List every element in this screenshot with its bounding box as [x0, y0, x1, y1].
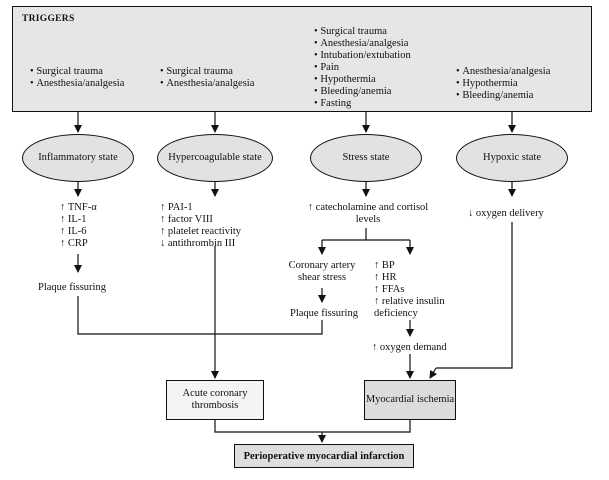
triggers-box: [12, 6, 592, 112]
arrow-hypoxic-ischemia-head: [429, 367, 438, 379]
inflammatory-markers: TNF-α IL-1 IL-6 CRP: [60, 202, 97, 250]
outcome-ischemia: Myocardial ischemia: [364, 380, 456, 420]
line-plaque-to-thrombosis: [77, 296, 215, 335]
trigger-item: Surgical trauma: [160, 66, 254, 78]
outcome-thrombosis: Acute coronary thrombosis: [166, 380, 264, 420]
trigger-item: Surgical trauma: [30, 66, 124, 78]
oxygen-delivery-label: oxygen delivery: [468, 208, 544, 219]
effect-hr: HR: [374, 272, 478, 284]
trigger-item: Bleeding/anemia: [314, 86, 411, 98]
triggers-title: TRIGGERS: [22, 14, 75, 24]
trigger-list-stress: Surgical trauma Anesthesia/analgesia Int…: [314, 26, 411, 110]
trigger-item: Intubation/extubation: [314, 50, 410, 62]
marker-factor-viii: factor VIII: [160, 214, 241, 226]
state-hypercoagulable: Hypercoagulable state: [157, 134, 273, 182]
outcome-final: Perioperative myocardial infarction: [234, 444, 414, 468]
trigger-item: Hypothermia: [314, 74, 411, 86]
oxygen-demand: oxygen demand: [372, 342, 447, 354]
marker-il6: IL-6: [60, 226, 97, 238]
trigger-item: Surgical trauma: [314, 26, 411, 38]
effect-bp: BP: [374, 260, 478, 272]
trigger-list-hypoxic: Anesthesia/analgesia Hypothermia Bleedin…: [456, 66, 550, 102]
marker-tnf: TNF-α: [60, 202, 97, 214]
marker-antithrombin: antithrombin III: [160, 238, 241, 250]
effect-insulin: relative insulin deficiency: [374, 296, 478, 320]
oxygen-demand-label: oxygen demand: [372, 342, 447, 353]
trigger-item: Bleeding/anemia: [456, 90, 550, 102]
plaque-fissuring-left: Plaque fissuring: [38, 282, 106, 293]
catecholamine-label: catecholamine and cortisol levels: [308, 202, 428, 225]
trigger-item: Anesthesia/analgesia: [160, 78, 254, 90]
line-plaque2-to-thrombosis: [215, 320, 323, 335]
trigger-item: Fasting: [314, 98, 411, 110]
trigger-item: Pain: [314, 62, 411, 74]
hypercoagulable-markers: PAI-1 factor VIII platelet reactivity an…: [160, 202, 241, 250]
effect-ffas: FFAs: [374, 284, 478, 296]
state-hypoxic: Hypoxic state: [456, 134, 568, 182]
plaque-fissuring-stress: Plaque fissuring: [290, 308, 358, 319]
trigger-list-inflammatory: Surgical trauma Anesthesia/analgesia: [30, 66, 124, 90]
hemodynamic-list: BP HR FFAs relative insulin deficiency: [374, 260, 478, 320]
trigger-item: Hypothermia: [456, 78, 550, 90]
state-stress: Stress state: [310, 134, 422, 182]
shear-stress: Coronary artery shear stress: [288, 260, 356, 283]
marker-il1: IL-1: [60, 214, 97, 226]
trigger-item: Anesthesia/analgesia: [456, 66, 550, 78]
marker-platelet: platelet reactivity: [160, 226, 241, 238]
stress-catecholamine: catecholamine and cortisol levels: [306, 202, 430, 226]
trigger-list-hypercoagulable: Surgical trauma Anesthesia/analgesia: [160, 66, 254, 90]
oxygen-delivery: oxygen delivery: [468, 208, 544, 220]
line-outcomes-merge: [214, 420, 411, 433]
trigger-item: Anesthesia/analgesia: [30, 78, 124, 90]
line-hypoxic-ischemia: [436, 222, 513, 369]
trigger-item: Anesthesia/analgesia: [314, 38, 411, 50]
marker-pai1: PAI-1: [160, 202, 241, 214]
state-inflammatory: Inflammatory state: [22, 134, 134, 182]
marker-crp: CRP: [60, 238, 97, 250]
